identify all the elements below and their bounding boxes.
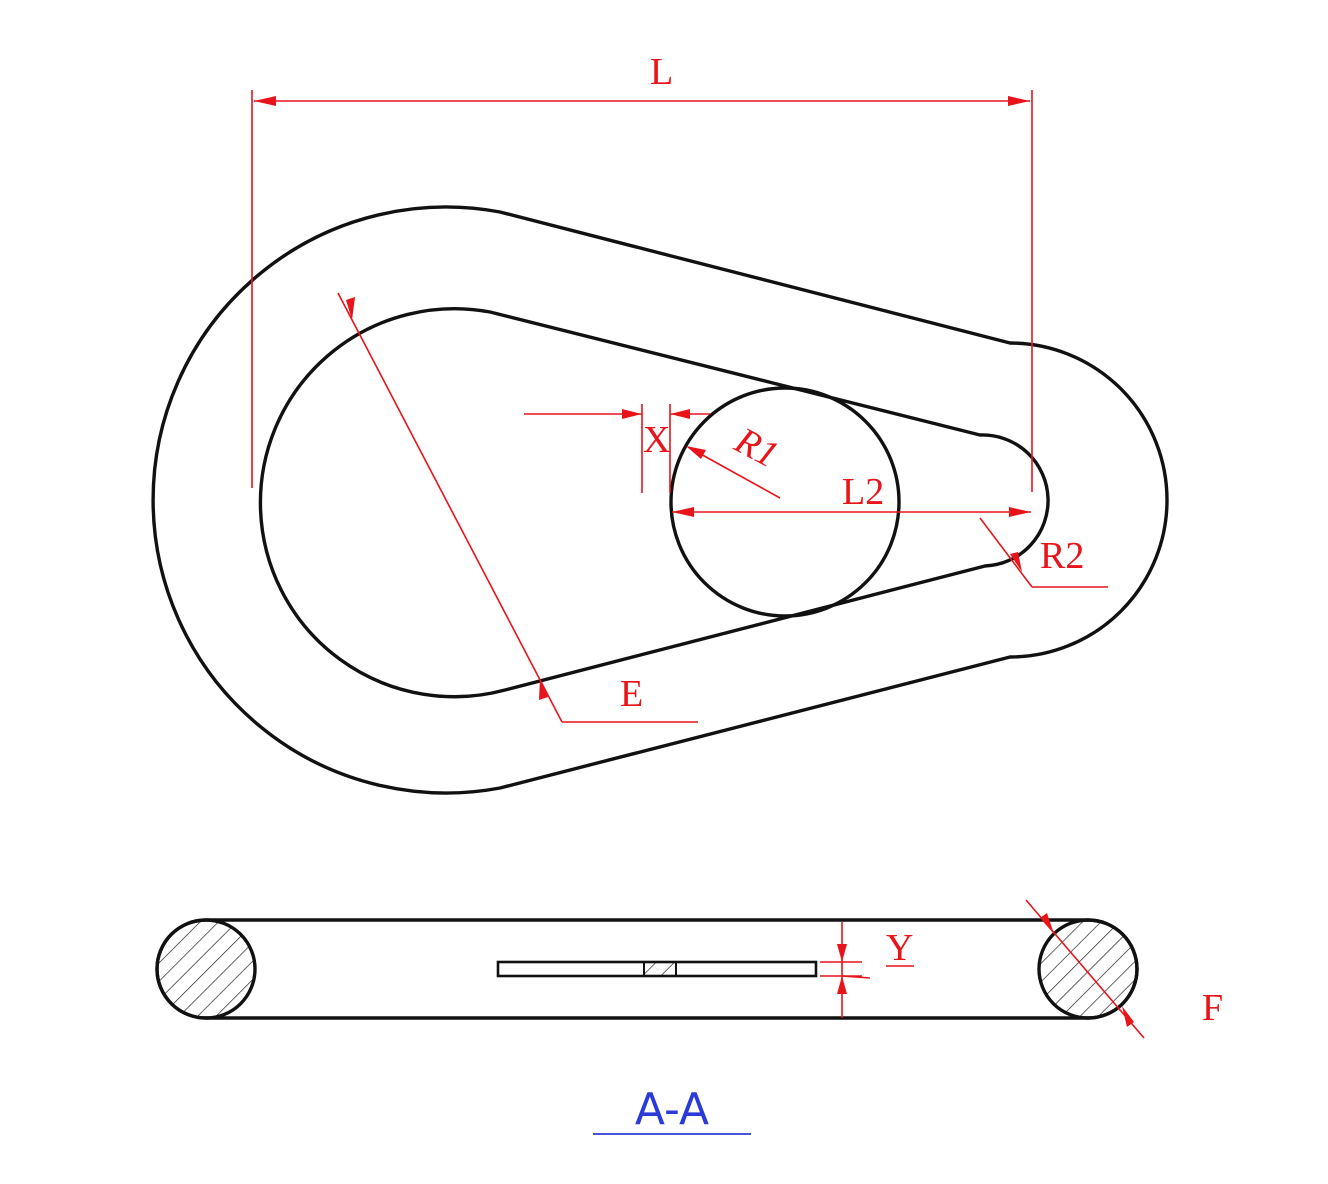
dimension-L	[251, 90, 1033, 492]
right-rod-section	[1037, 918, 1139, 1020]
label-L: L	[650, 51, 673, 93]
label-F: F	[1202, 987, 1223, 1029]
dimension-R2	[979, 517, 1108, 588]
small-circle	[669, 386, 901, 618]
label-X: X	[643, 419, 670, 461]
dimension-R1	[686, 446, 781, 499]
inner-contour	[258, 307, 1050, 699]
label-E: E	[620, 673, 643, 715]
label-L2: L2	[842, 471, 884, 513]
top-view	[151, 205, 1169, 795]
outer-contour	[151, 205, 1169, 795]
dimension-E	[337, 292, 698, 723]
center-bar-hatched	[643, 961, 677, 977]
dimension-F	[1025, 899, 1145, 1039]
label-Y: Y	[886, 927, 913, 969]
dimension-X	[524, 404, 710, 493]
label-R1: R1	[727, 419, 785, 476]
left-rod-section	[155, 918, 257, 1020]
section-title: A-A	[635, 1084, 709, 1135]
dimension-Y	[820, 922, 914, 1018]
section-view	[155, 918, 1139, 1020]
dimension-L2	[672, 507, 1031, 517]
label-R2: R2	[1040, 535, 1084, 577]
